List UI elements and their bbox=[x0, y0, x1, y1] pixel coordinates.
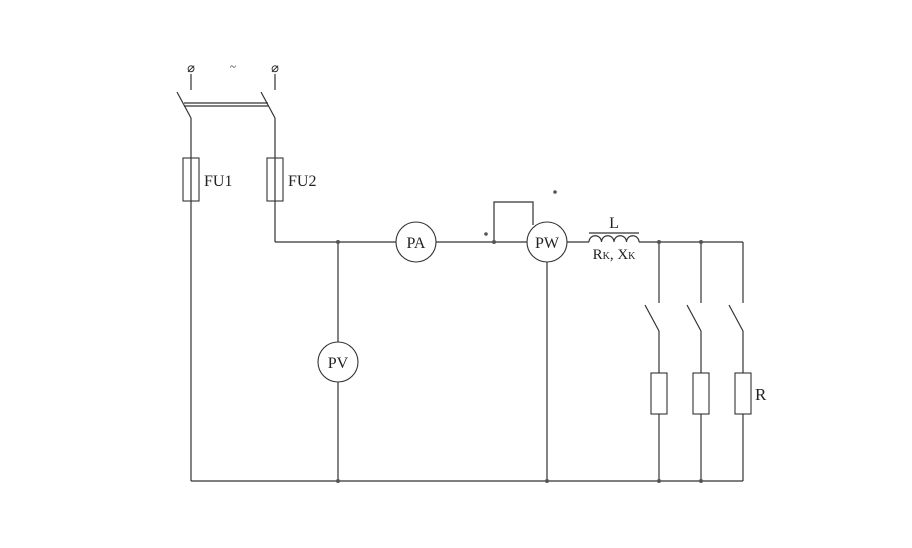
inductor-label: L bbox=[609, 215, 619, 232]
inductor-l bbox=[588, 232, 640, 243]
load-branch-1 bbox=[644, 242, 668, 481]
fuse-fu2-label: FU2 bbox=[288, 173, 316, 190]
fuse-fu1-label: FU1 bbox=[204, 173, 232, 190]
terminal-right: ⌀ bbox=[271, 60, 279, 75]
load-branch-2 bbox=[686, 242, 710, 481]
voltmeter-label: PV bbox=[328, 355, 349, 372]
voltmeter-pv: PV bbox=[317, 341, 359, 383]
load-branch-3 bbox=[728, 242, 752, 481]
main-switch bbox=[176, 91, 276, 125]
ammeter-label: PA bbox=[407, 235, 426, 252]
ac-symbol: ~ bbox=[230, 61, 236, 73]
polarity-marker-voltage bbox=[553, 190, 557, 194]
polarity-marker-current bbox=[484, 232, 488, 236]
terminal-left: ⌀ bbox=[187, 60, 195, 75]
wattmeter-label: PW bbox=[535, 235, 560, 252]
ammeter-pa: PA bbox=[395, 221, 437, 263]
wattmeter-pw: PW bbox=[526, 221, 568, 263]
wattmeter-loop bbox=[493, 201, 534, 242]
load-label: R bbox=[755, 385, 767, 404]
inductor-params: RK, XK bbox=[593, 247, 637, 263]
junctions bbox=[336, 240, 703, 483]
